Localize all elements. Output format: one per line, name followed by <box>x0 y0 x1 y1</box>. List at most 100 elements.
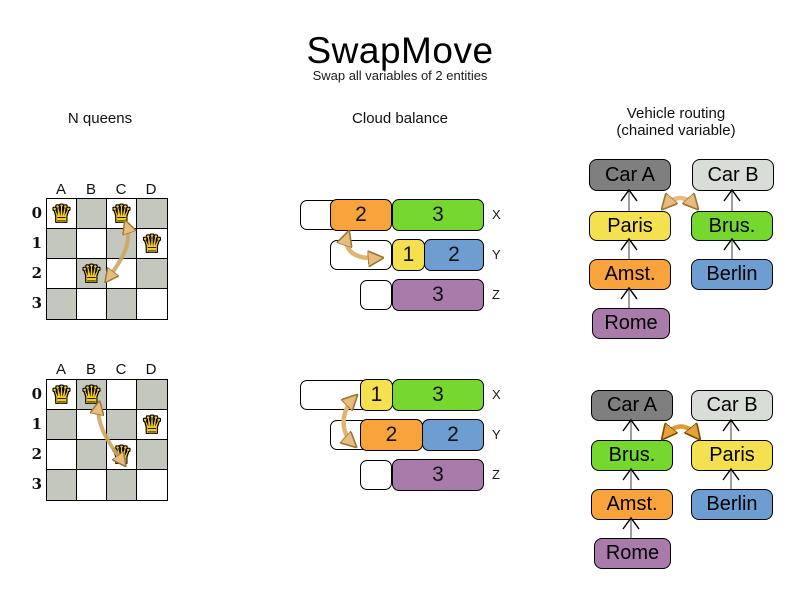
cloud-section-title: Cloud balance <box>352 110 448 127</box>
board-cell <box>107 380 137 410</box>
computer-label-z: Z <box>492 287 500 302</box>
computer-label-y: Y <box>492 427 501 442</box>
process-value: 2 <box>355 203 367 226</box>
vehicle-box-car-b: Car B <box>691 390 773 421</box>
computer-label-y: Y <box>492 247 501 262</box>
process-value: 2 <box>385 423 398 446</box>
vehicle-box-label: Car B <box>707 163 759 186</box>
board-cell <box>137 440 167 470</box>
vehicle-box-stop: Berlin <box>691 259 773 290</box>
board-cell <box>47 440 77 470</box>
board-cell: ♛ <box>47 199 77 229</box>
vehicle-box-label: Berlin <box>706 263 758 285</box>
page-subtitle: Swap all variables of 2 entities <box>312 68 488 83</box>
process-box: 3 <box>392 379 484 411</box>
board-cell <box>137 470 167 500</box>
process-box: 3 <box>392 279 484 311</box>
board-cell <box>47 259 77 289</box>
board-cell <box>107 470 137 500</box>
board-cell <box>77 289 107 319</box>
nqueens-board-after: ♛ ♛ ♛ ♛ <box>46 379 168 501</box>
row-label: 1 <box>31 234 42 252</box>
board-cell <box>107 410 137 440</box>
process-box: 2 <box>422 419 484 451</box>
process-box: 2 <box>330 199 392 231</box>
process-box: 3 <box>392 459 484 491</box>
computer-capacity-z <box>360 280 392 310</box>
board-cell: ♛ <box>77 380 107 410</box>
board-cell <box>77 199 107 229</box>
page-title: SwapMove <box>306 30 494 71</box>
process-value: 3 <box>432 463 444 486</box>
vehicle-box-stop: Rome <box>592 308 670 339</box>
board-column-labels: A B C D <box>46 361 166 378</box>
board-cell <box>77 470 107 500</box>
vehicle-box-label: Car A <box>606 394 658 416</box>
vehicle-section-title: Vehicle routing (chained variable) <box>596 105 756 139</box>
vehicle-box-stop: Amst. <box>591 489 673 520</box>
col-label: C <box>115 361 127 378</box>
vehicle-box-label: Amst. <box>606 493 658 515</box>
process-value: 3 <box>432 283 444 306</box>
board-cell <box>47 410 77 440</box>
nqueens-section-title: N queens <box>67 110 133 127</box>
process-value: 1 <box>402 243 415 266</box>
process-box: 2 <box>360 419 423 451</box>
computer-capacity-y <box>330 240 392 270</box>
computer-label-x: X <box>492 387 501 402</box>
vehicle-box-car-b: Car B <box>692 159 774 191</box>
process-value: 2 <box>447 423 459 446</box>
col-label: A <box>55 181 66 198</box>
board-cell <box>77 440 107 470</box>
queen-icon: ♛ <box>141 410 163 439</box>
process-box: 1 <box>360 379 393 411</box>
vehicle-box-label: Rome <box>605 542 660 564</box>
vehicle-box-label: Rome <box>604 312 658 334</box>
board-cell <box>47 289 77 319</box>
vehicle-box-car-a: Car A <box>591 390 673 421</box>
queen-icon: ♛ <box>50 199 73 228</box>
board-cell <box>107 289 137 319</box>
nqueens-board-before: ♛ ♛ ♛ ♛ <box>46 198 168 320</box>
board-cell <box>137 380 167 410</box>
process-box: 2 <box>424 239 484 271</box>
queen-icon: ♛ <box>80 380 103 409</box>
col-label: B <box>85 361 96 378</box>
vehicle-box-stop: Berlin <box>691 489 773 520</box>
vehicle-title-line1: Vehicle routing <box>626 105 726 122</box>
queen-icon: ♛ <box>50 380 73 409</box>
board-cell <box>137 199 167 229</box>
row-label: 1 <box>31 415 42 433</box>
process-value: 3 <box>432 383 444 406</box>
board-cell <box>137 259 167 289</box>
board-cell <box>47 229 77 259</box>
computer-label-x: X <box>492 207 501 222</box>
queen-icon: ♛ <box>110 440 133 469</box>
vehicle-box-car-a: Car A <box>589 159 671 191</box>
col-label: A <box>55 361 66 378</box>
col-label: C <box>115 181 127 198</box>
vehicle-box-stop: Paris <box>589 211 671 241</box>
vehicle-box-label: Car B <box>706 394 758 416</box>
row-label: 3 <box>31 475 42 493</box>
row-label: 2 <box>31 264 42 282</box>
col-label: D <box>145 181 157 198</box>
process-value: 3 <box>432 203 444 226</box>
row-label: 3 <box>31 294 42 312</box>
process-value: 1 <box>370 383 383 406</box>
board-column-labels: A B C D <box>46 181 166 198</box>
row-label: 2 <box>31 445 42 463</box>
board-cell: ♛ <box>47 380 77 410</box>
queen-icon: ♛ <box>110 199 133 228</box>
vehicle-box-label: Paris <box>709 444 755 466</box>
board-cell: ♛ <box>107 199 137 229</box>
board-cell <box>107 259 137 289</box>
process-value: 2 <box>448 243 460 266</box>
swap-arrow-vehicle-after <box>664 427 698 438</box>
board-cell: ♛ <box>137 410 167 440</box>
row-label: 0 <box>31 385 42 403</box>
swap-arrow-vehicle-before <box>664 198 696 207</box>
computer-capacity-z <box>360 460 392 490</box>
board-cell <box>47 470 77 500</box>
